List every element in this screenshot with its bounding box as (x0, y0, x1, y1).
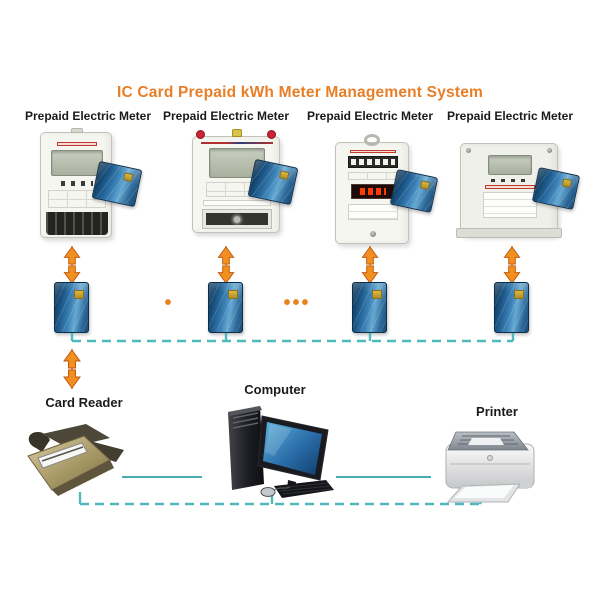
screen-glare (265, 424, 292, 456)
up-down-arrow-icon (503, 246, 521, 284)
meter-screw (547, 148, 552, 153)
meter-2-label: Prepaid Electric Meter (162, 109, 290, 123)
reader-base-shadow (52, 460, 114, 496)
meter-terminal-cover (46, 212, 108, 235)
up-down-arrow-icon (63, 349, 81, 389)
meter-4-label: Prepaid Electric Meter (446, 109, 574, 123)
meter-hanger-tab (232, 129, 242, 137)
meter-register-digits (351, 159, 395, 165)
meter-register-counter (348, 156, 398, 168)
meter-indicator-row (61, 181, 93, 186)
keyboard-keys (277, 482, 333, 495)
tower-drive-bays (232, 412, 259, 429)
tower-top (228, 406, 262, 416)
computer-label: Computer (244, 382, 306, 397)
meter-seal-right (267, 130, 276, 139)
mouse-cable (273, 486, 291, 491)
meter-spec-block (483, 192, 537, 218)
ellipsis-separator: ••• (283, 292, 311, 314)
meter-1-label: Prepaid Electric Meter (24, 109, 152, 123)
up-down-arrow-icon (361, 246, 379, 284)
meter-brand-strip (57, 142, 97, 146)
printer-label: Printer (476, 404, 518, 419)
meter-top-tab (71, 128, 83, 133)
electric-meter-icon (40, 128, 143, 238)
meter-brand-strip (485, 185, 535, 189)
printer-logo-button (487, 455, 493, 461)
up-down-arrow-icon (217, 246, 235, 284)
laser-printer-icon (445, 431, 535, 503)
meter-seal-left (196, 130, 205, 139)
ic-card-icon (208, 282, 243, 333)
electric-meter-icon (192, 129, 299, 233)
mouse (260, 487, 276, 497)
printer-output-paper (468, 438, 504, 445)
meter-hanger-loop (364, 134, 380, 146)
desktop-computer-icon (228, 406, 334, 498)
meter-lcd-display (488, 155, 532, 175)
meter-header-text-line (201, 142, 273, 144)
printer-tray-paper (454, 485, 514, 498)
page-title: IC Card Prepaid kWh Meter Management Sys… (116, 84, 484, 101)
meter-mounting-flange (456, 228, 562, 238)
reader-slot-line (41, 446, 84, 462)
electric-meter-icon (456, 143, 581, 238)
card-reader-icon (27, 424, 124, 496)
card-bus-dashed-line (70, 333, 515, 343)
printer-side-tab (520, 480, 532, 488)
single-dot-separator: • (164, 292, 172, 314)
ic-card-icon (494, 282, 529, 333)
meter-spec-block (348, 204, 398, 220)
up-down-arrow-icon (63, 246, 81, 284)
ic-card-icon (54, 282, 89, 333)
electric-meter-icon (335, 134, 439, 244)
meter-3-label: Prepaid Electric Meter (306, 109, 434, 123)
meter-terminal-window (202, 209, 272, 229)
meter-label-rows (348, 172, 398, 180)
meter-brand-strip (350, 150, 396, 153)
meter-indicator-row (491, 179, 529, 182)
ic-card-icon (531, 167, 581, 210)
meter-led-digits (360, 188, 386, 195)
meter-screw (466, 148, 471, 153)
meter-terminal-screw (206, 213, 268, 225)
meter-led-display (351, 184, 395, 199)
ic-card-icon (352, 282, 387, 333)
ic-card-icon (247, 158, 299, 206)
meter-lcd-display (51, 150, 103, 176)
monitor-screen (263, 422, 322, 475)
card-reader-label: Card Reader (45, 395, 123, 410)
reader-strap (28, 432, 50, 452)
meter-screw (370, 231, 376, 237)
meter-name-strip (203, 200, 271, 206)
